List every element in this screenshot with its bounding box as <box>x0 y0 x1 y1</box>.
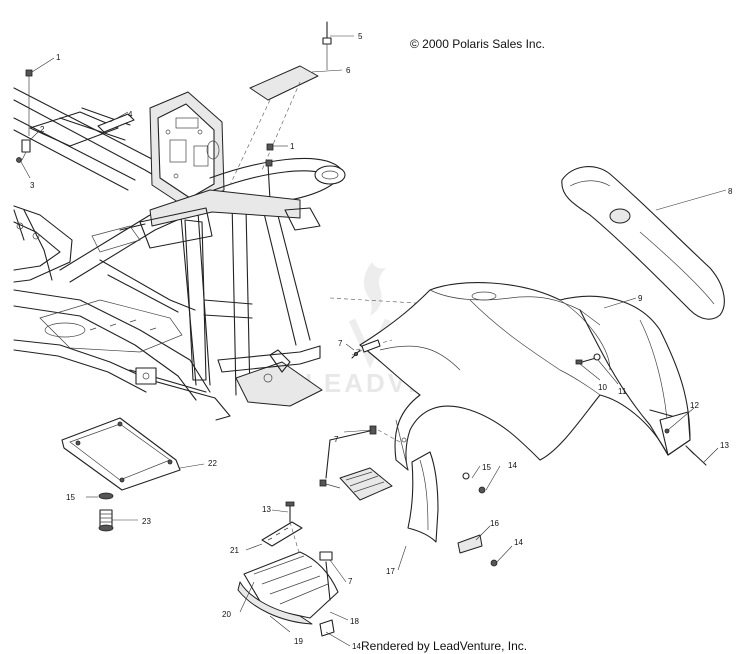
footrest-assembly <box>237 501 339 637</box>
callout-13: 13 <box>720 441 729 450</box>
mud-flap-assembly <box>319 425 498 567</box>
callout-7: 7 <box>338 339 343 348</box>
callout-23: 23 <box>142 517 151 526</box>
frame-small-hardware <box>16 69 274 163</box>
callout-1: 1 <box>56 53 61 62</box>
callout-11: 11 <box>618 387 627 396</box>
fender-screws <box>575 353 601 365</box>
callout-15: 15 <box>66 493 75 502</box>
plate-and-screw <box>229 21 332 186</box>
callout-16: 16 <box>490 519 499 528</box>
callout-14: 14 <box>514 538 523 547</box>
callout-22: 22 <box>208 459 217 468</box>
callout-4: 4 <box>128 110 133 119</box>
callout-14: 14 <box>508 461 517 470</box>
callout-2: 2 <box>40 125 45 134</box>
callout-3: 3 <box>30 181 35 190</box>
atv-frame <box>13 87 346 421</box>
fender-front-bracket <box>351 339 393 359</box>
callout-1: 1 <box>290 142 295 151</box>
callout-labels: 1 1 2 3 4 5 6 7 7 7 8 9 10 11 12 13 13 1… <box>30 32 733 651</box>
callout-5: 5 <box>358 32 363 41</box>
callout-13: 13 <box>262 505 271 514</box>
callout-6: 6 <box>346 66 351 75</box>
callout-19: 19 <box>294 637 303 646</box>
leader-lines <box>19 35 727 647</box>
footer-text: Rendered by LeadVenture, Inc. <box>361 639 527 653</box>
callout-12: 12 <box>690 401 699 410</box>
copyright-text: © 2000 Polaris Sales Inc. <box>410 37 545 51</box>
callout-7: 7 <box>348 577 353 586</box>
callout-14: 14 <box>352 642 361 651</box>
callout-17: 17 <box>386 567 395 576</box>
callout-10: 10 <box>598 383 607 392</box>
callout-18: 18 <box>350 617 359 626</box>
callout-21: 21 <box>230 546 239 555</box>
rear-screw <box>685 445 707 466</box>
callout-8: 8 <box>728 187 733 196</box>
skid-plate-assembly <box>61 417 181 532</box>
callout-7: 7 <box>334 435 339 444</box>
callout-9: 9 <box>638 294 643 303</box>
front-fender <box>329 282 691 471</box>
fender-top-cover <box>561 166 725 320</box>
callout-20: 20 <box>222 610 231 619</box>
callout-15: 15 <box>482 463 491 472</box>
